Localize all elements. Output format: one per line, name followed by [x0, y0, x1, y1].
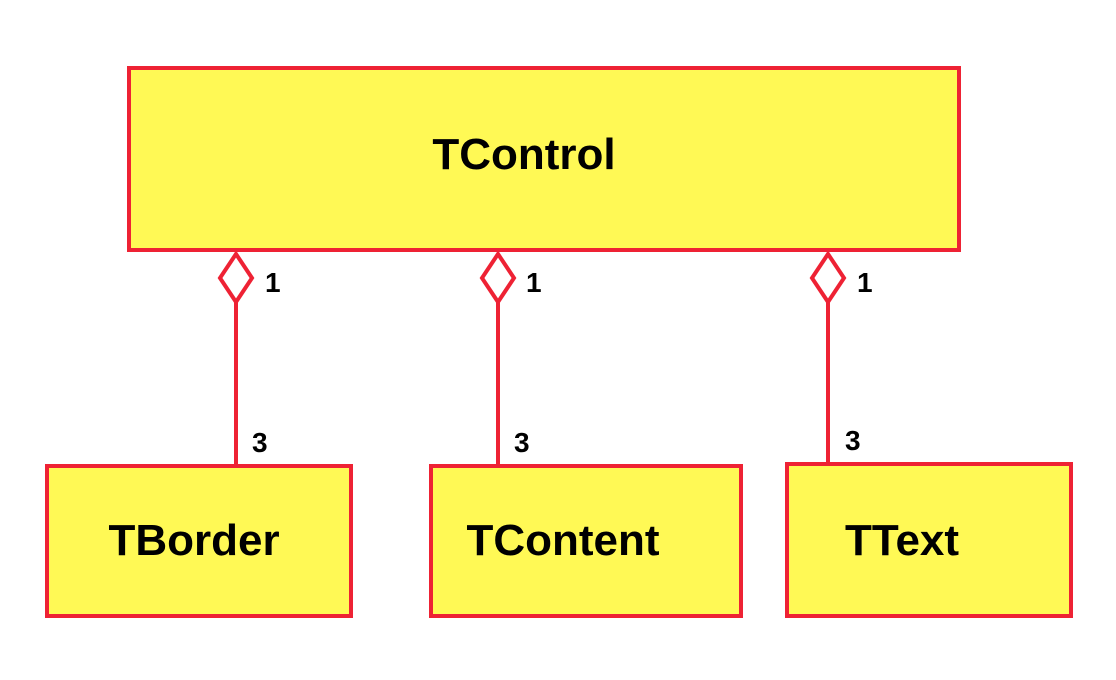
class-tborder-label: TBorder: [108, 516, 279, 565]
multiplicity-parent-tborder: 1: [265, 267, 281, 298]
class-ttext-box: [785, 462, 1073, 618]
multiplicity-parent-tcontent: 1: [526, 267, 542, 298]
class-tborder-box: [45, 464, 353, 618]
aggregation-tborder: 1 3: [217, 250, 281, 466]
aggregation-ttext: 1 3: [809, 250, 873, 464]
class-tcontent: TContent: [429, 464, 743, 618]
multiplicity-child-tcontent: 3: [514, 427, 530, 458]
aggregation-tcontent: 1 3: [479, 250, 542, 466]
multiplicity-child-tborder: 3: [252, 427, 268, 458]
class-tcontrol: TControl: [127, 66, 961, 252]
class-tcontrol-box: [127, 66, 961, 252]
class-tcontrol-label: TControl: [432, 130, 615, 179]
class-tcontent-box: [429, 464, 743, 618]
aggregation-diamond-tcontent: [479, 250, 517, 306]
class-ttext-label: TText: [845, 516, 959, 565]
multiplicity-child-ttext: 3: [845, 425, 861, 456]
class-tcontent-label: TContent: [466, 516, 659, 565]
multiplicity-parent-ttext: 1: [857, 267, 873, 298]
class-tborder: TBorder: [45, 464, 353, 618]
aggregation-diamond-ttext: [809, 250, 847, 306]
aggregation-diamond-tborder: [217, 250, 255, 306]
class-ttext: TText: [785, 462, 1073, 618]
